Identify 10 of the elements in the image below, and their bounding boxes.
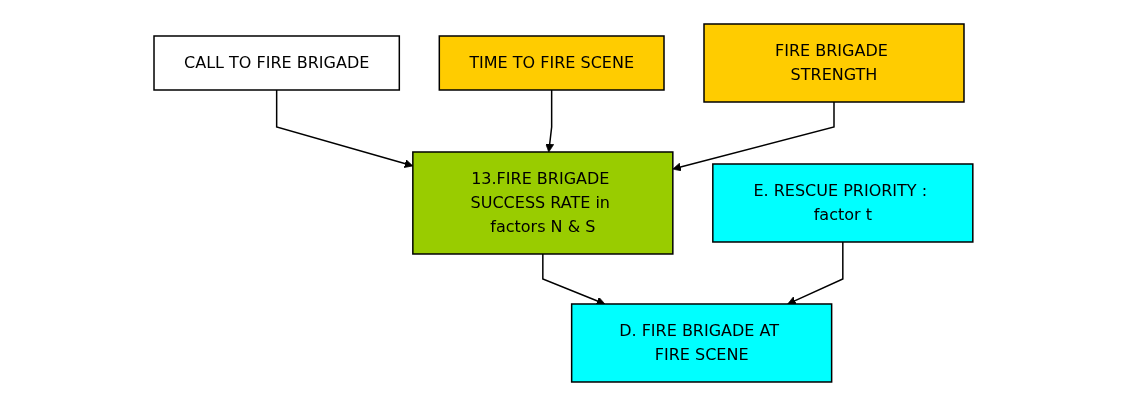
arrow — [542, 252, 606, 305]
arrow — [672, 100, 835, 171]
arrow — [787, 240, 844, 305]
node-box: E. RESCUE PRIORITY : factor t — [712, 162, 974, 243]
node-box: CALL TO FIRE BRIGADE — [153, 34, 401, 91]
node-box: TIME TO FIRE SCENE — [438, 34, 665, 91]
arrow — [545, 88, 555, 152]
node-box: FIRE BRIGADE STRENGTH — [703, 22, 965, 103]
node-box: 13.FIRE BRIGADE SUCCESS RATE in factors N & S — [412, 150, 674, 255]
node-box: D. FIRE BRIGADE AT FIRE SCENE — [571, 302, 833, 383]
